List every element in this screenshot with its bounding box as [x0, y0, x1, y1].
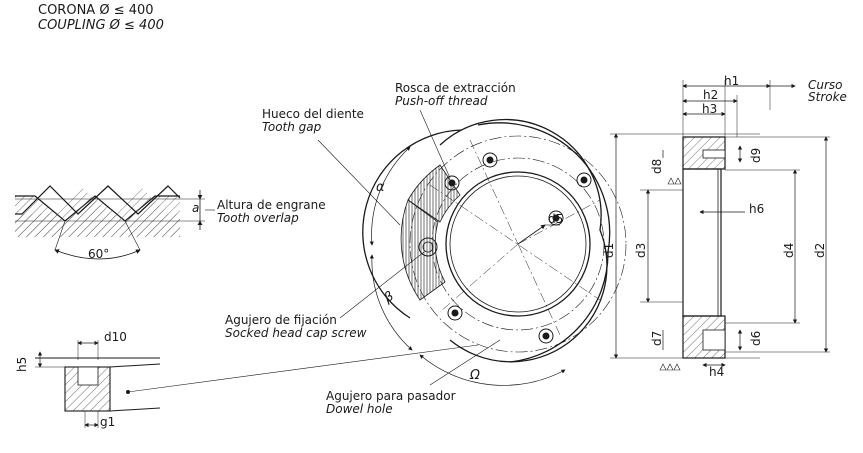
- dim-h6-label: h6: [749, 202, 765, 216]
- title-line-2: COUPLING Ø ≤ 400: [38, 18, 164, 33]
- front-view: [317, 109, 627, 386]
- bolt-hole-5: [538, 328, 554, 344]
- dim-d10-label: d10: [104, 330, 127, 344]
- bolt-hole-2: [576, 172, 592, 188]
- title-line-1: CORONA Ø ≤ 400: [38, 3, 154, 18]
- pushoff-thread-es: Rosca de extracción: [395, 81, 516, 95]
- alpha-angle-label: α: [376, 180, 385, 195]
- dim-h5-label: h5: [15, 356, 29, 372]
- dim-d4-label: d4: [782, 242, 796, 258]
- bolt-hole-4: [447, 305, 463, 321]
- dowel-hole-en: Dowel hole: [326, 402, 393, 416]
- dim-d2-label: d2: [813, 242, 827, 258]
- dowel-hole-es: Agujero para pasador: [326, 389, 456, 403]
- dim-d8-label: d8: [650, 158, 664, 174]
- detail-view: [35, 340, 479, 428]
- dim-d9-label: d9: [749, 147, 763, 163]
- omega-angle-label: Ω: [470, 368, 480, 383]
- fixing-hole-es: Agujero de fijación: [225, 313, 337, 327]
- dim-g1-label: g1: [100, 415, 116, 429]
- thread-angle-label: 60°: [88, 247, 110, 261]
- fixing-hole: [418, 237, 438, 257]
- dim-d7-label: d7: [650, 330, 664, 346]
- bolt-hole-3: [548, 210, 564, 226]
- dim-a-label: a: [192, 201, 200, 215]
- dim-h3-label: h3: [702, 102, 718, 116]
- section-view: [610, 80, 830, 371]
- pushoff-thread-en: Push-off thread: [395, 94, 488, 108]
- dim-h1-label: h1: [724, 74, 740, 88]
- pushoff-hole-1: [444, 175, 460, 191]
- dim-d1-label: d1: [602, 242, 616, 258]
- dim-d3-label: d3: [634, 242, 648, 258]
- tooth-gap-es: Hueco del diente: [262, 107, 364, 121]
- stroke-es: Curso: [808, 78, 843, 92]
- tooth-overlap-es: Altura de engrane: [217, 198, 326, 212]
- bolt-hole-1: [482, 152, 498, 168]
- fixing-hole-en: Socked head cap screw: [225, 326, 367, 340]
- dim-d5-label: d5: [548, 212, 564, 226]
- thread-profile: [15, 172, 215, 260]
- dim-h4-label: h4: [709, 365, 725, 379]
- dim-h2-label: h2: [703, 88, 719, 102]
- dim-d6-label: d6: [749, 330, 763, 346]
- tooth-overlap-en: Tooth overlap: [217, 211, 299, 225]
- tooth-gap-en: Tooth gap: [262, 120, 322, 134]
- stroke-en: Stroke: [808, 90, 847, 104]
